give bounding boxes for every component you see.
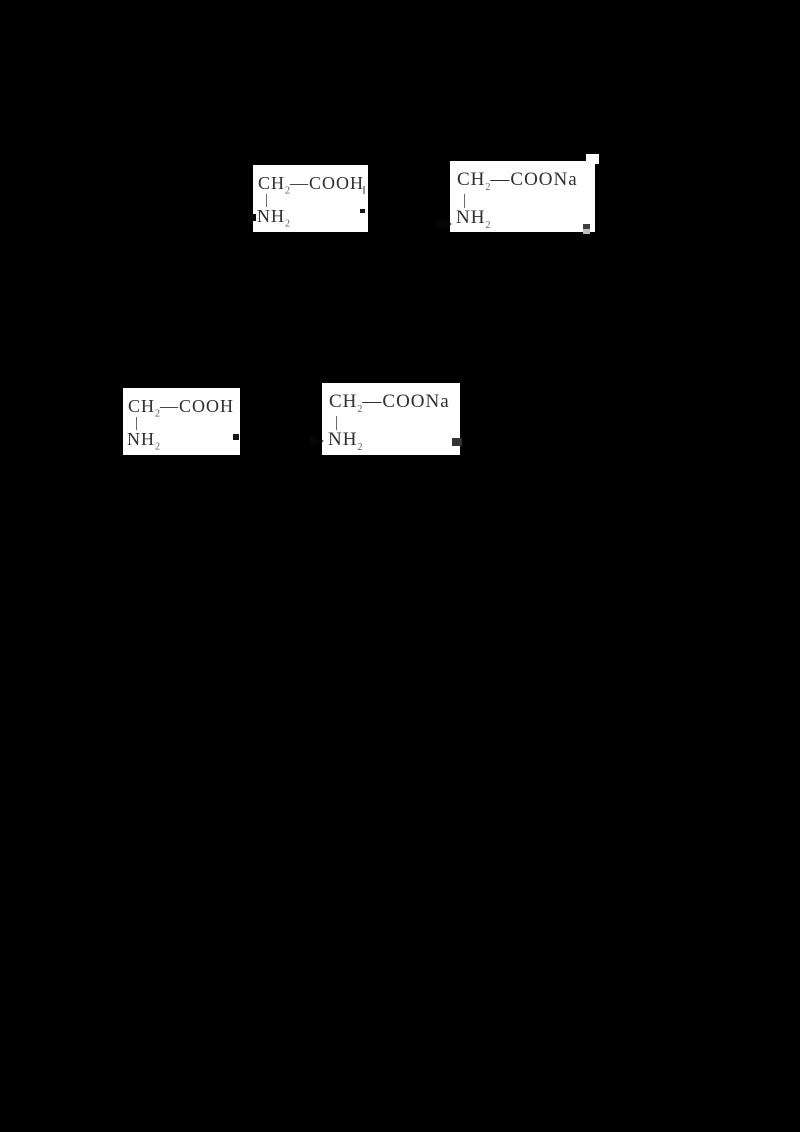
- scan-artifact-arrowhead: [438, 218, 452, 230]
- scan-artifact-dot: [360, 209, 365, 213]
- formula-tail: COOH: [179, 396, 235, 416]
- scan-artifact-gray-tick: [583, 229, 590, 234]
- formula-line-top: CH2—COOH: [128, 397, 234, 420]
- formula-ch-subscript: 2: [285, 185, 291, 197]
- formula-line-bottom: NH2: [127, 430, 160, 453]
- formula-nh: NH: [127, 429, 155, 449]
- formula-ch-subscript: 2: [155, 408, 161, 420]
- formula-line-bottom: NH2: [456, 208, 490, 231]
- formula-box-cooh-top: CH2—COOH NH2: [253, 165, 368, 232]
- scan-artifact-notch: [452, 438, 462, 446]
- formula-ch: CH: [128, 396, 156, 416]
- formula-tail: COONa: [510, 169, 578, 190]
- scan-artifact-dot: [233, 434, 239, 440]
- formula-ch-subscript: 2: [485, 181, 491, 193]
- scan-artifact-arrowhead: [310, 435, 324, 447]
- formula-line-top: CH2—COONa: [457, 170, 578, 193]
- scan-artifact-notch: [249, 214, 256, 221]
- vertical-bond-line: [266, 194, 267, 207]
- scan-artifact-notch: [583, 224, 590, 229]
- formula-tail: COONa: [382, 391, 450, 412]
- formula-ch: CH: [258, 173, 286, 193]
- scan-artifact-white-tab: [586, 154, 599, 164]
- formula-nh: NH: [456, 207, 486, 228]
- vertical-bond-line: [336, 416, 337, 430]
- formula-line-top: CH2—COONa: [329, 392, 450, 415]
- formula-box-cooh-bottom: CH2—COOH NH2: [123, 388, 240, 455]
- formula-box-coona-bottom: CH2—COONa NH2: [322, 383, 460, 455]
- formula-nh-subscript: 2: [285, 218, 290, 230]
- formula-nh-subscript: 2: [155, 441, 160, 453]
- formula-ch: CH: [457, 169, 486, 190]
- formula-line-top: CH2—COOH: [258, 174, 364, 197]
- formula-nh-subscript: 2: [357, 441, 363, 453]
- bond-dash: —: [490, 169, 511, 190]
- vertical-bond-line: [464, 194, 465, 208]
- formula-nh: NH: [257, 206, 285, 226]
- formula-nh: NH: [328, 429, 358, 450]
- formula-ch-subscript: 2: [357, 403, 363, 415]
- formula-line-bottom: NH2: [328, 430, 362, 453]
- formula-line-bottom: NH2: [257, 207, 290, 230]
- formula-nh-subscript: 2: [485, 219, 491, 231]
- formula-box-coona-top: CH2—COONa NH2: [450, 161, 595, 232]
- vertical-bond-line: [136, 417, 137, 430]
- formula-ch: CH: [329, 391, 358, 412]
- bond-dash: —: [362, 391, 383, 412]
- bond-dash: —: [160, 396, 180, 416]
- formula-tail: COOH: [309, 173, 365, 193]
- bond-dash: —: [290, 173, 310, 193]
- scan-artifact-gray-tick: [363, 186, 365, 194]
